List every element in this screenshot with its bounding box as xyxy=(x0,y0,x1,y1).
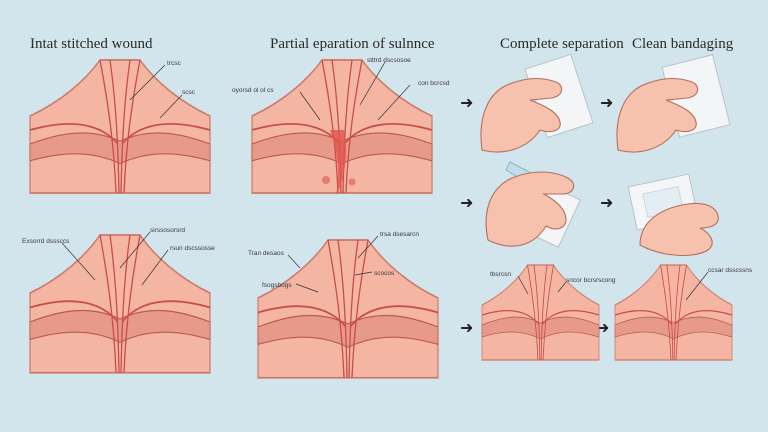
hand-holding-bandage xyxy=(616,54,731,153)
label-p2b: oyorsd ol ol cs xyxy=(232,87,274,94)
label-p3b: sirssosorsrd xyxy=(150,227,185,234)
label-p3a: Exsorrd dsssccs xyxy=(22,238,70,245)
label-p1b: scsc xyxy=(182,89,196,96)
arrow-right-icon: ➜ xyxy=(460,195,473,212)
hand-holding-gauze xyxy=(480,53,594,153)
panel-tissue-bandaged: ccsar dsscssns xyxy=(614,264,753,361)
label-p6a: ccsar dsscssns xyxy=(708,267,753,274)
title-complete-separation: Complete separation xyxy=(500,36,624,52)
label-p5b: sncor bcrsrscong xyxy=(566,277,616,284)
title-clean-bandaging: Clean bandaging xyxy=(632,36,734,52)
label-p2a: stttrd dscsosoe xyxy=(367,57,411,64)
label-p5a: tbsrcsn xyxy=(490,271,511,278)
panel-tissue-lower-left: Exsorrd dsssccs sirssosorsrd rsun dscsso… xyxy=(22,227,215,374)
label-p4a: Tran desaos xyxy=(248,250,285,257)
panel-tissue-lower-middle: Tran desaos fsogsbogs trsa dsesarcn scoc… xyxy=(248,231,439,379)
label-p4d: scocos xyxy=(374,270,395,277)
label-p2c: con bcrcsd xyxy=(418,80,450,87)
label-p4b: fsogsbogs xyxy=(262,282,292,289)
title-intact-stitched: Intat stitched wound xyxy=(30,36,153,52)
hand-applying-bandage xyxy=(627,173,719,257)
arrow-right-icon: ➜ xyxy=(460,95,473,112)
arrow-right-icon: ➜ xyxy=(460,320,473,337)
label-p4c: trsa dsesarcn xyxy=(380,231,419,238)
hand-cleaning-wound xyxy=(485,161,581,248)
label-p3c: rsun dscssosse xyxy=(170,245,215,252)
panel-partial-separation: stttrd dscsosoe oyorsd ol ol cs con bcrc… xyxy=(232,57,450,195)
arrow-right-icon: ➜ xyxy=(600,195,613,212)
label-p1a: trcsc xyxy=(167,60,181,67)
arrow-right-icon: ➜ xyxy=(600,95,613,112)
panel-tissue-complete-separation: tbsrcsn sncor bcrsrscong xyxy=(481,264,616,361)
panel-intact-wound: trcsc scsc xyxy=(29,59,211,194)
title-partial-separation: Partial eparation of sulnnce xyxy=(270,36,435,52)
